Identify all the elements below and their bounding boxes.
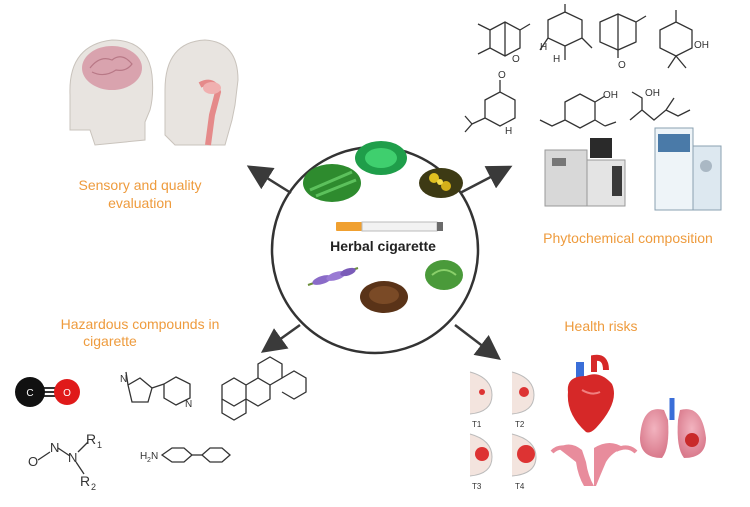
cigarette-icon xyxy=(336,221,443,232)
gc-ms-instrument xyxy=(544,138,626,207)
arrow-to-sensory xyxy=(246,165,292,195)
nitrosamine-n2: N xyxy=(68,450,77,465)
herb-flower-yellow xyxy=(419,168,463,198)
head-airway-illustration xyxy=(164,39,239,146)
nitrosamine-r1: R xyxy=(86,431,96,447)
chem-label-oh-linalool: OH xyxy=(645,88,660,99)
nitrosamine-r2: R xyxy=(80,473,90,489)
hazardous-label-line2: cigarette xyxy=(83,333,137,349)
nicotine-label-n2: N xyxy=(185,399,192,410)
carbon-monoxide-molecule xyxy=(15,377,80,407)
lungs-illustration xyxy=(640,398,706,458)
center-label: Herbal cigarette xyxy=(330,238,436,254)
nitrosamine-r2-sub: 2 xyxy=(91,482,96,492)
health-risks-label: Health risks xyxy=(564,318,637,334)
nicotine-label-n1: N xyxy=(120,374,127,385)
aminobiphenyl-h-sub: 2 xyxy=(147,457,151,464)
stage-t2: T2 xyxy=(515,420,525,429)
head-brain-illustration xyxy=(69,39,154,146)
stage-t1: T1 xyxy=(472,420,482,429)
benzopyrene-structure xyxy=(221,356,307,421)
herb-leaf-green-left xyxy=(303,164,361,202)
co-label-c: C xyxy=(26,388,33,399)
co-label-o: O xyxy=(63,388,71,399)
chem-label-h-2: H xyxy=(553,54,560,65)
arrow-to-phytochemical xyxy=(459,165,513,195)
sensory-label-line2: evaluation xyxy=(108,195,172,211)
chem-label-oh-eugenol: OH xyxy=(603,90,618,101)
chem-label-o-camphor: O xyxy=(512,54,520,65)
herb-leaf-green-right xyxy=(425,260,463,290)
chem-label-o-thujone: O xyxy=(498,70,506,81)
nitrosamine-r1-sub: 1 xyxy=(97,440,102,450)
breast-tumor-stages xyxy=(469,371,537,477)
terpene-structures xyxy=(464,4,693,133)
chem-label-oh-menthol: OH xyxy=(694,40,709,51)
nicotine-structure xyxy=(125,371,191,406)
nitrosamine-o: O xyxy=(28,454,38,469)
stage-t3: T3 xyxy=(472,482,482,491)
hazardous-label-line1: Hazardous compounds in xyxy=(61,316,220,332)
nitrosamine-structure xyxy=(37,441,89,475)
herb-lavender xyxy=(307,267,359,286)
herb-powder-brown xyxy=(360,281,408,313)
heart-illustration xyxy=(567,354,614,433)
sensory-label-line1: Sensory and quality xyxy=(79,177,202,193)
uterus-illustration xyxy=(550,443,638,486)
herb-leaf-green-top xyxy=(355,141,407,175)
arrow-to-hazardous xyxy=(260,323,301,353)
phytochemical-label: Phytochemical composition xyxy=(543,230,713,246)
aminobiphenyl-n: N xyxy=(151,451,158,462)
stage-t4: T4 xyxy=(515,482,525,491)
lc-instrument xyxy=(654,127,722,211)
chem-label-h-thujone: H xyxy=(505,126,512,137)
chem-label-o-2: O xyxy=(618,60,626,71)
arrow-to-health xyxy=(454,324,501,361)
aminobiphenyl-structure xyxy=(160,447,231,463)
aminobiphenyl-h: H xyxy=(140,451,147,462)
chem-label-h-1: H xyxy=(540,42,547,53)
nitrosamine-n1: N xyxy=(50,440,59,455)
